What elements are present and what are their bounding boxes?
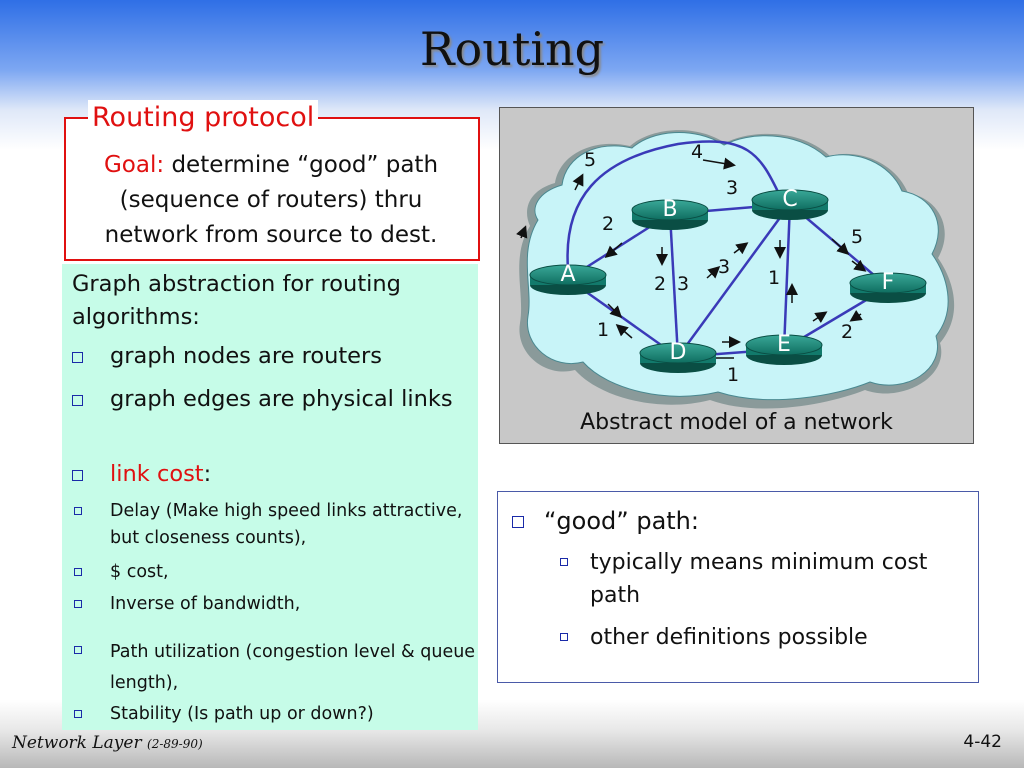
direction-arrow-15: [849, 310, 863, 322]
goal-description: determine “good” path (sequence of route…: [104, 152, 439, 248]
direction-arrow-7: [831, 238, 850, 256]
sub-bullet-text: typically means minimum cost path: [590, 550, 928, 608]
cost-label-D-C: 3: [677, 273, 689, 295]
routing-protocol-label: Routing protocol: [88, 100, 319, 136]
direction-arrow-0: [572, 173, 584, 191]
sub-bullet-square-icon: [74, 646, 82, 654]
cost-label-A-D: 1: [597, 319, 609, 341]
router-D: D: [639, 340, 717, 373]
sub-bullet-square-icon: [74, 710, 82, 718]
sub-bullet-square-icon: [74, 600, 82, 608]
arrow-layer: [516, 157, 867, 364]
sub-bullet-text: Delay (Make high speed links attractive,…: [110, 501, 463, 548]
slide-title: Routing: [419, 22, 605, 76]
cost-label-A-C: 5: [584, 149, 596, 171]
router-label-A: A: [560, 262, 575, 287]
graph-abstraction-panel: Graph abstraction for routing algorithms…: [62, 264, 478, 730]
good-path-box: “good” path: typically means minimum cos…: [497, 491, 979, 683]
footer-chapter: Network Layer (2-89-90): [12, 733, 203, 753]
sub-bullet-text: Stability (Is path up or down?): [110, 704, 374, 724]
direction-arrow-16: [706, 265, 721, 279]
diagram-caption: Abstract model of a network: [580, 410, 893, 435]
cost-label-C-A: 4: [691, 141, 703, 163]
sub-bullet-text: Path utilization (congestion level & que…: [110, 642, 476, 693]
direction-arrow-5: [733, 242, 749, 255]
sub-bullet-text: other definitions possible: [590, 625, 868, 650]
cost-label-A-B: 2: [602, 213, 614, 235]
sub-bullet-text: $ cost,: [110, 562, 169, 582]
bullet-text: graph nodes are routers: [110, 343, 382, 369]
node-layer: A B C D E F: [529, 187, 927, 373]
router-E: E: [745, 332, 823, 365]
cost-label-B-D: 2: [654, 273, 666, 295]
bullet-square-icon: [72, 395, 83, 406]
good-path-heading: “good” path:: [544, 507, 699, 535]
direction-arrow-2: [604, 242, 623, 258]
cost-label-D-E: 1: [727, 364, 739, 386]
goal-label: Goal:: [103, 152, 165, 178]
router-B: B: [631, 197, 709, 230]
link-cost-label: link cost: [110, 461, 204, 487]
direction-arrow-17: [516, 225, 528, 239]
cost-label-B-C: 3: [726, 177, 738, 199]
direction-arrow-8: [851, 259, 867, 272]
sub-bullet-text: Inverse of bandwidth,: [110, 594, 301, 614]
cost-label-C-F: 5: [851, 226, 863, 248]
edge-B-D: [668, 213, 680, 358]
direction-arrow-14: [812, 311, 828, 323]
router-F: F: [849, 270, 927, 303]
cost-label-C-D: 3: [718, 256, 730, 278]
router-label-C: C: [782, 187, 797, 212]
sub-bullet-square-icon: [560, 558, 568, 566]
page-number: 4-42: [963, 732, 1002, 752]
abstraction-heading: Graph abstraction for routing algorithms…: [72, 268, 474, 334]
edge-C-D: [676, 203, 792, 358]
link-cost-text: link cost:: [110, 458, 472, 491]
cost-label-E-F: 2: [841, 321, 853, 343]
footer-chapter-pages: (2-89-90): [147, 737, 203, 751]
router-label-F: F: [882, 270, 895, 295]
cloud-shape: [526, 132, 949, 401]
cost-label-C-E: 1: [768, 267, 780, 289]
router-A: A: [529, 262, 607, 295]
abstraction-heading-text: Graph abstraction for routing algorithms…: [72, 271, 401, 330]
footer-chapter-title: Network Layer: [12, 733, 142, 753]
bullet-square-icon: [72, 470, 83, 481]
router-label-E: E: [777, 332, 791, 357]
edge-A-C: [566, 140, 782, 270]
direction-arrow-10: [615, 324, 633, 339]
sub-bullet-square-icon: [560, 633, 568, 641]
direction-arrow-9: [607, 303, 623, 319]
bullet-square-icon: [72, 352, 83, 363]
bullet-square-icon: [512, 516, 524, 528]
link-cost-colon: :: [203, 461, 212, 487]
router-label-D: D: [670, 340, 687, 365]
goal-text: Goal: determine “good” path (sequence of…: [70, 148, 472, 253]
bullet-text: graph edges are physical links: [110, 386, 453, 412]
router-C: C: [751, 187, 829, 220]
edge-C-E: [782, 203, 792, 350]
sub-bullet-square-icon: [74, 507, 82, 515]
direction-arrow-1: [702, 157, 736, 170]
sub-bullet-square-icon: [74, 568, 82, 576]
router-label-B: B: [662, 197, 677, 222]
